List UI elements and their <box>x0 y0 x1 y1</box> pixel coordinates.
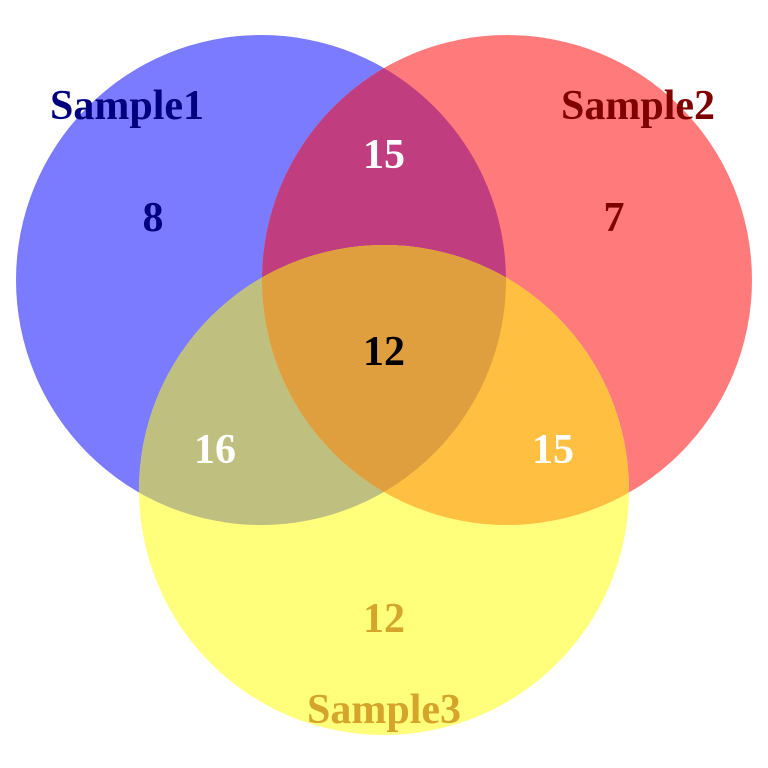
count-sample1-sample2: 15 <box>363 132 405 178</box>
count-only-sample3: 12 <box>363 596 405 642</box>
count-only-sample2: 7 <box>604 195 625 241</box>
overlap-all-three <box>262 245 506 525</box>
sample3-label: Sample3 <box>307 687 461 733</box>
count-only-sample1: 8 <box>143 195 164 241</box>
sample1-label: Sample1 <box>50 83 204 129</box>
sample2-label: Sample2 <box>561 83 715 129</box>
count-sample1-sample3: 16 <box>194 427 236 473</box>
count-all-three: 12 <box>363 329 405 375</box>
count-sample2-sample3: 15 <box>532 427 574 473</box>
